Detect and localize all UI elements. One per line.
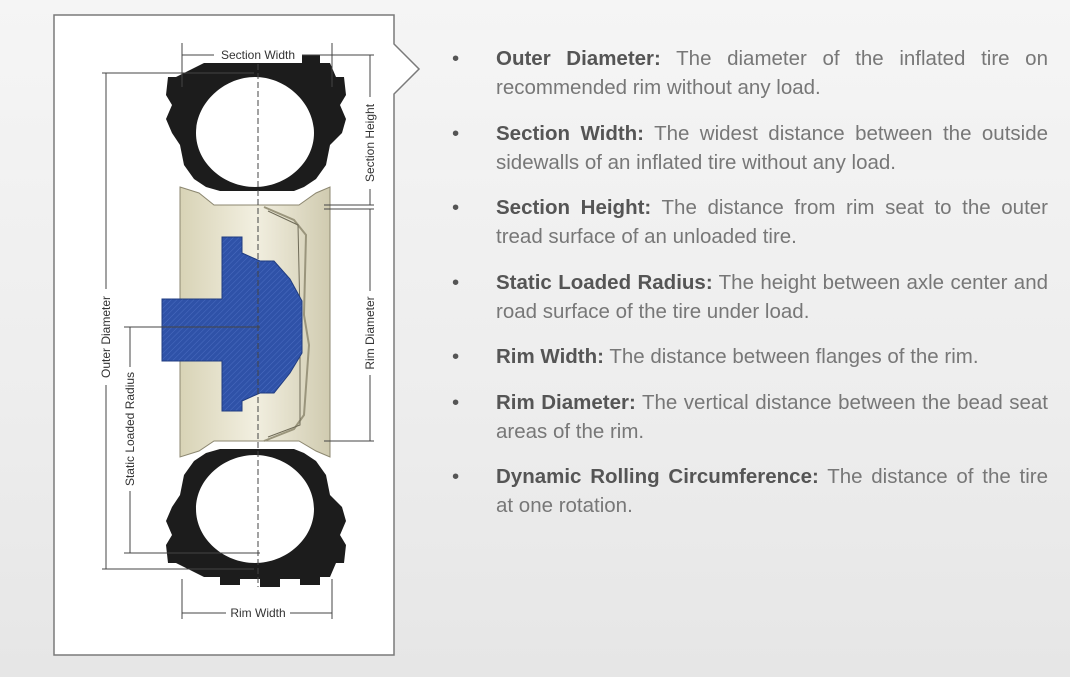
definition-text: The widest distance between the outside …	[496, 121, 1048, 174]
label-rim-diameter: Rim Diameter	[363, 296, 377, 369]
definition-item: • Rim Width: The distance between flanges…	[452, 342, 1048, 371]
label-backgrounds	[98, 47, 378, 621]
hub-axle	[161, 236, 303, 412]
label-section-height: Section Height	[363, 103, 377, 182]
label-outer-diameter: Outer Diameter	[99, 296, 113, 378]
definition-item: • Section Height: The distance from rim s…	[452, 193, 1048, 251]
definition-item: • Rim Diameter: The vertical distance bet…	[452, 388, 1048, 446]
definition-item: • Dynamic Rolling Circumference: The dist…	[452, 462, 1048, 520]
tire-top-section	[166, 53, 346, 191]
definition-term: Rim Diameter:	[496, 390, 636, 414]
bullet-icon: •	[452, 47, 460, 70]
definition-text: The distance of the tire at one rotation…	[496, 465, 1048, 517]
bullet-icon: •	[452, 121, 460, 145]
bullet-icon: •	[452, 196, 460, 219]
definition-item: • Outer Diameter: The diameter of the inf…	[452, 44, 1048, 102]
definitions-list: • Outer Diameter: The diameter of the inf…	[452, 44, 1048, 537]
definition-term: Outer Diameter:	[496, 47, 661, 70]
definition-text: The diameter of the inflated tire on rec…	[496, 47, 1048, 99]
bullet-icon: •	[452, 270, 460, 294]
label-rim-width: Rim Width	[230, 606, 285, 620]
definition-text: The height between axle center and road …	[496, 270, 1049, 323]
definition-text: The distance between flanges of the rim.	[609, 345, 979, 368]
bullet-icon: •	[452, 390, 460, 414]
definition-term: Section Width:	[496, 121, 645, 145]
tire-cross-section-diagram: Section Width Section Height Outer Diame…	[98, 43, 378, 621]
label-section-width: Section Width	[221, 48, 295, 62]
definition-term: Static Loaded Radius:	[496, 270, 713, 294]
label-static-loaded-radius: Static Loaded Radius	[123, 372, 137, 486]
definition-term: Rim Width:	[496, 345, 604, 368]
tire-bottom-section	[166, 449, 346, 587]
definition-text: The vertical distance between the bead s…	[496, 390, 1048, 443]
definition-term: Dynamic Rolling Circumference:	[496, 465, 819, 488]
definition-term: Section Height:	[496, 196, 652, 219]
definition-item: • Section Width: The widest distance betw…	[452, 119, 1048, 177]
definition-item: • Static Loaded Radius: The height betwee…	[452, 268, 1048, 326]
definition-text: The distance from rim seat to the outer …	[496, 196, 1049, 248]
bullet-icon: •	[452, 345, 460, 368]
bullet-icon: •	[452, 465, 460, 488]
